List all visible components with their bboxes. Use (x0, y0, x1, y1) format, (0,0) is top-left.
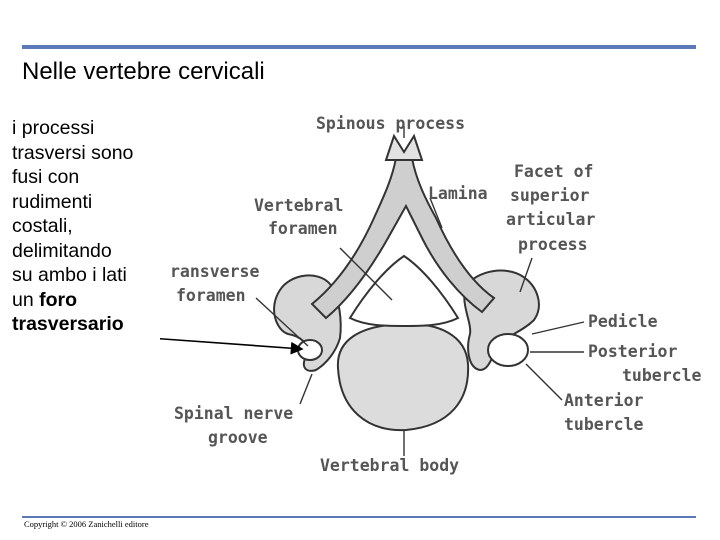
body-line: trasversi sono (12, 141, 134, 164)
vertebral-body-shape (336, 322, 470, 432)
vertebral-foramen-shape (348, 254, 460, 327)
label-vertebral-foramen: Vertebral (254, 196, 344, 215)
label-anterior-tubercle: Anterior (564, 391, 644, 410)
right-transverse-foramen (487, 333, 529, 367)
label-facet: articular (506, 210, 596, 229)
label-transverse-foramen: ransverse (170, 262, 260, 281)
label-spinous-process: Spinous process (316, 114, 466, 133)
body-line: rudimenti (12, 190, 93, 213)
label-lamina: Lamina (428, 184, 488, 203)
label-spinal-nerve-groove: groove (208, 428, 268, 447)
highlighted-term: trasversario (12, 313, 124, 335)
body-line: fusi con (12, 166, 80, 188)
vertebral-arch-shape (310, 157, 496, 320)
vertebra-illustration: Spinous process Vertebral foramen Lamina… (160, 108, 706, 480)
label-facet: superior (510, 186, 590, 205)
slide-title: Nelle vertebre cervicali (22, 58, 265, 85)
label-transverse-foramen: foramen (176, 286, 246, 305)
body-line: un foro (12, 288, 182, 313)
body-line: delimitando (12, 239, 112, 262)
body-line-text: un (12, 288, 40, 311)
spinous-process-shape (384, 133, 424, 161)
body-line: su ambo i lati (12, 264, 127, 286)
body-text: i processi trasversi sono fusi con rudim… (12, 116, 182, 337)
label-facet: Facet of (514, 162, 594, 181)
body-line: i processi (12, 117, 95, 139)
label-anterior-tubercle: tubercle (564, 415, 644, 434)
body-line: costali, (12, 215, 73, 237)
label-posterior-tubercle: Posterior (588, 342, 678, 361)
label-pedicle: Pedicle (588, 312, 658, 331)
left-transverse-foramen (297, 339, 323, 361)
footer-divider (22, 516, 696, 518)
copyright-notice: Copyright © 2006 Zanichelli editore (24, 519, 149, 529)
label-spinal-nerve-groove: Spinal nerve (174, 404, 294, 423)
label-vertebral-body: Vertebral body (320, 456, 460, 475)
title-divider (22, 45, 696, 49)
highlighted-term: foro (39, 288, 78, 311)
label-facet: process (518, 235, 588, 254)
label-posterior-tubercle: tubercle (622, 366, 702, 385)
pointer-arrow (160, 337, 304, 355)
vertebra-drawing (160, 126, 585, 456)
label-vertebral-foramen: foramen (268, 219, 338, 238)
